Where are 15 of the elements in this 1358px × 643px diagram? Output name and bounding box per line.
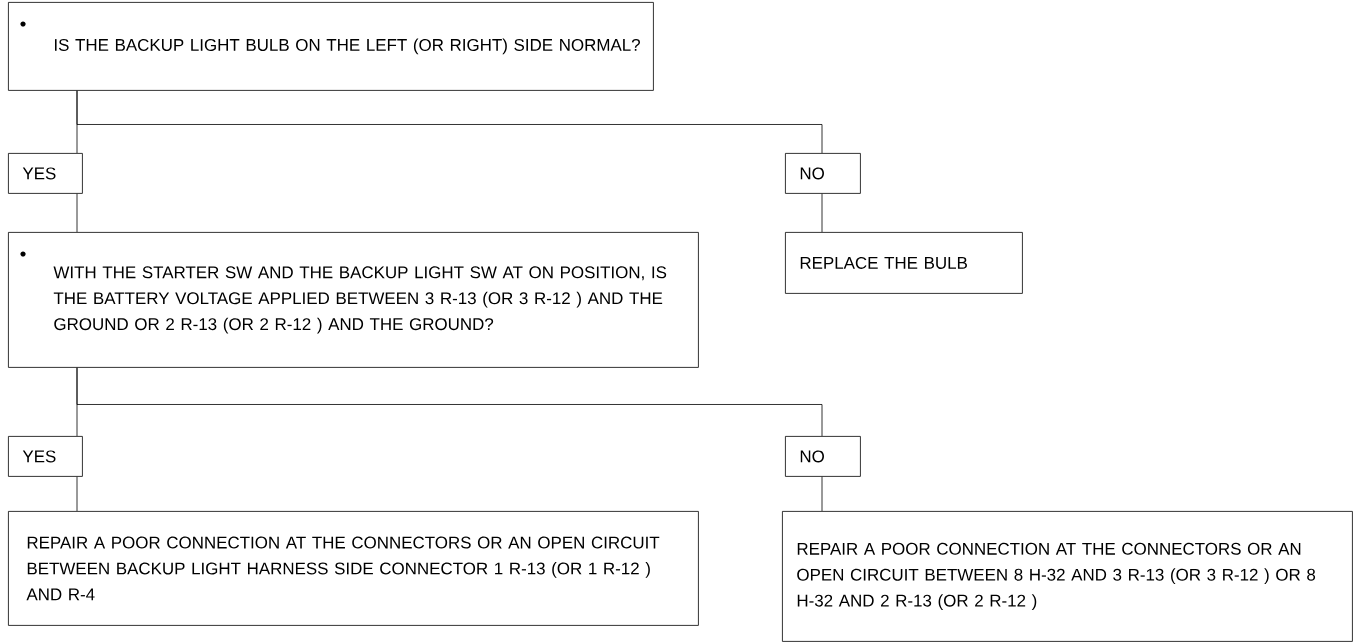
connector-line bbox=[76, 476, 78, 512]
action-box: REPLACE THE BULB bbox=[785, 232, 1023, 294]
action-box: REPAIR A POOR CONNECTION AT THE CONNECTORS OR AN OPEN CIRCUIT BETWEEN 8 H-32 AND 3 R-13 (OR 3 R-12 ) OR 8 H-32 AND 2 R-13 (OR 2 R-12 ) bbox=[782, 511, 1353, 642]
answer-box: YES bbox=[8, 153, 83, 194]
connector-line bbox=[821, 193, 823, 233]
answer-box: YES bbox=[8, 436, 83, 477]
question-box: WITH THE STARTER SW AND THE BACKUP LIGHT SW AT ON POSITION, IS THE BATTERY VOLTAGE APPLIED BETWEEN 3 R-13 (OR 3 R-12 ) AND THE GROUND OR 2 R-13 (OR 2 R-12 ) AND THE GROUND? bbox=[8, 232, 699, 368]
connector-line bbox=[821, 476, 823, 512]
answer-box: NO bbox=[785, 436, 861, 477]
action-box: REPAIR A POOR CONNECTION AT THE CONNECTORS OR AN OPEN CIRCUIT BETWEEN BACKUP LIGHT HARNESS SIDE CONNECTOR 1 R-13 (OR 1 R-12 ) AND R-4 bbox=[8, 511, 699, 626]
connector-line bbox=[76, 90, 823, 154]
connector-line bbox=[76, 367, 823, 437]
question-box: IS THE BACKUP LIGHT BULB ON THE LEFT (OR RIGHT) SIDE NORMAL? bbox=[8, 2, 654, 91]
connector-line bbox=[76, 193, 78, 233]
answer-box: NO bbox=[785, 153, 861, 194]
